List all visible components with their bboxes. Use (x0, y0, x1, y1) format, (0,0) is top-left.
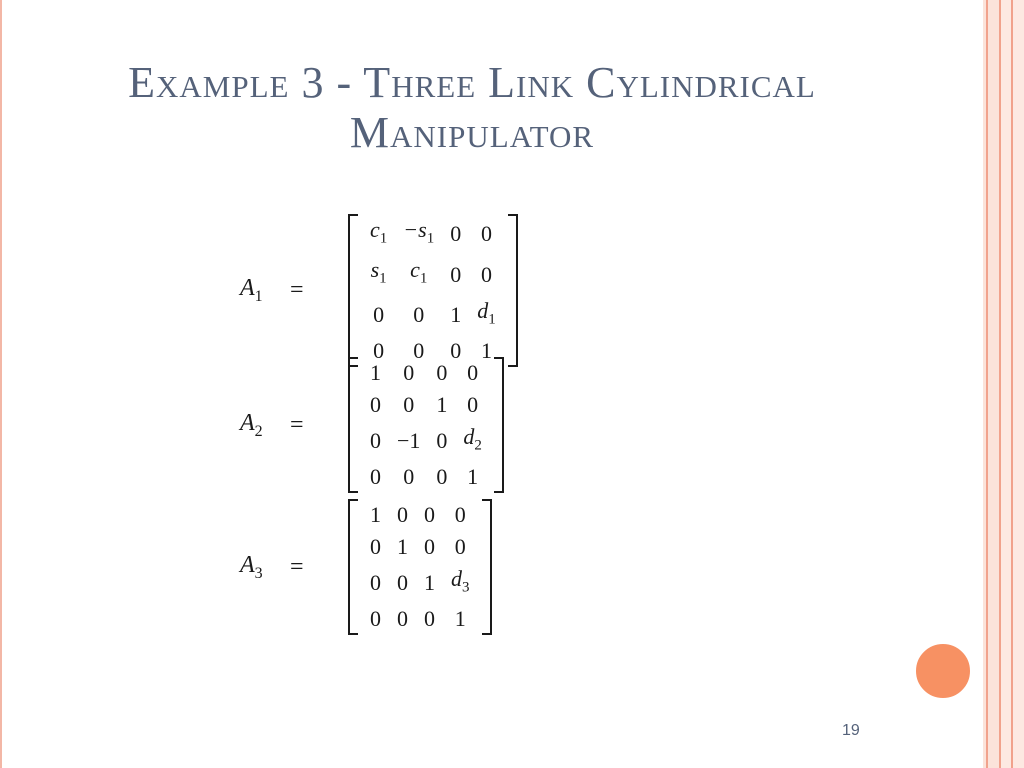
matrix-cell: s1 (370, 257, 387, 287)
matrix-cell: 1 (467, 464, 479, 490)
matrix-cell: 0 (370, 606, 381, 632)
matrix-cell: 1 (436, 392, 448, 417)
matrix-cell: 0 (397, 502, 408, 527)
matrix-cell: 0 (403, 464, 415, 490)
equation-lhs: A3 (240, 551, 263, 582)
matrix-cell: 0 (370, 428, 381, 454)
matrix-cell: 0 (424, 534, 435, 559)
matrix-cell: 0 (467, 392, 479, 417)
matrix-cell: 0 (467, 360, 479, 385)
matrix-cell: 0 (397, 606, 408, 632)
equals-sign: = (290, 411, 304, 438)
matrix-cell: 0 (424, 606, 435, 632)
matrix-cell: 0 (370, 570, 381, 596)
matrix-cell: 0 (450, 261, 462, 287)
equation-lhs: A2 (240, 409, 263, 440)
matrix-cell: 0 (403, 392, 415, 417)
matrix-cell: −s1 (403, 217, 435, 247)
matrix-cell: 0 (403, 360, 415, 385)
title-line-2: Manipulator (349, 108, 595, 157)
matrix-cell: 1 (450, 301, 462, 327)
matrix-cell: 0 (373, 338, 385, 364)
matrix-cell: 0 (454, 534, 466, 559)
matrix-cell: 1 (454, 606, 466, 632)
slide: Example 3 - Three Link Cylindrical Manip… (0, 0, 882, 768)
matrix-cell: 0 (413, 338, 425, 364)
slide-title: Example 3 - Three Link Cylindrical Manip… (62, 58, 882, 158)
matrix-cell: 0 (480, 261, 492, 287)
matrix-cell: d2 (463, 424, 482, 454)
matrix-cell: 1 (397, 534, 408, 559)
matrix-cell: 0 (370, 392, 381, 417)
matrix-cell: 0 (454, 502, 466, 527)
equals-sign: = (290, 553, 304, 580)
matrix-cell: 0 (373, 301, 385, 327)
equals-sign: = (290, 277, 304, 304)
matrix-cell: 0 (370, 464, 381, 490)
matrix-cell: 0 (424, 502, 435, 527)
matrix-row: 0 −1 0 d2 (362, 421, 490, 461)
matrix-cell: d1 (477, 297, 496, 328)
equation-lhs: A1 (240, 275, 263, 305)
matrix-cell: 1 (424, 570, 435, 596)
matrix-cell: 1 (370, 360, 381, 385)
decorative-side-stripes (983, 0, 1024, 768)
slide-number: 19 (842, 722, 860, 739)
matrix-cell: c1 (410, 257, 428, 287)
matrix-cell: 0 (370, 534, 381, 559)
matrix-cell: 0 (397, 570, 408, 596)
decorative-circle (913, 641, 973, 701)
matrix-cell: 0 (450, 221, 462, 247)
title-line-1: Example 3 - Three Link Cylindrical (128, 58, 816, 107)
matrix-cell: 0 (436, 464, 448, 490)
matrix-cell: 0 (436, 360, 448, 385)
matrix-cell: 0 (436, 428, 448, 454)
matrix-cell: 0 (450, 338, 462, 364)
matrix-cell: c1 (370, 217, 388, 247)
matrix-cell: 0 (413, 301, 425, 327)
matrix-cell: −1 (397, 428, 421, 454)
matrix-cell: 0 (480, 221, 492, 247)
matrix-cell: d3 (451, 566, 470, 596)
matrix-cell: 1 (480, 338, 492, 364)
matrix-cell: 1 (370, 502, 381, 527)
